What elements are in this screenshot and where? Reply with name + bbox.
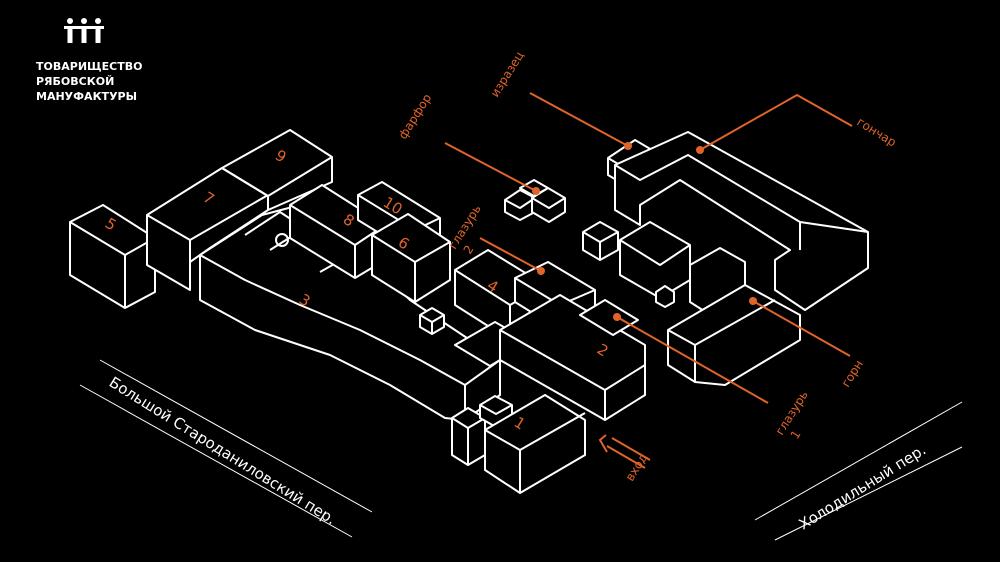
entrance-arrow-icon bbox=[598, 434, 651, 469]
brand-name-line-3: МАНУФАКТУРЫ bbox=[36, 90, 137, 103]
label-entrance: вход bbox=[623, 451, 651, 484]
label-gonchar: гончар bbox=[854, 115, 898, 150]
three-figures-icon bbox=[64, 18, 104, 43]
label-glazur-1-number: 1 bbox=[788, 428, 804, 442]
brand-name-line-1: ТОВАРИЩЕСТВО bbox=[36, 60, 142, 73]
street-bolshoy-starodanilovsky: Большой Староданиловский пер. bbox=[79, 359, 373, 538]
building-2: 2 bbox=[499, 294, 646, 421]
label-gorn: горн bbox=[839, 357, 866, 389]
building-5: 5 bbox=[69, 204, 156, 309]
street-bolshoy-label: Большой Староданиловский пер. bbox=[106, 373, 339, 528]
callouts bbox=[444, 92, 853, 469]
small-cube-d bbox=[582, 221, 619, 261]
street-holodilny-label: Холодильный пер. bbox=[796, 441, 930, 534]
small-cube-a bbox=[419, 307, 445, 335]
label-farfor: фарфор bbox=[396, 91, 435, 141]
building-9: 9 bbox=[221, 129, 333, 211]
building-6: 6 bbox=[371, 213, 451, 303]
farfor-workshop bbox=[504, 179, 566, 223]
label-glazur-2-number: 2 bbox=[461, 243, 477, 257]
brand-logo: ТОВАРИЩЕСТВО РЯБОВСКОЙ МАНУФАКТУРЫ bbox=[36, 18, 142, 103]
building-1: 1 bbox=[484, 394, 586, 494]
label-izrazets: изразец bbox=[488, 49, 527, 100]
brand-name-line-2: РЯБОВСКОЙ bbox=[36, 75, 114, 88]
gorn-workshop bbox=[667, 284, 801, 386]
